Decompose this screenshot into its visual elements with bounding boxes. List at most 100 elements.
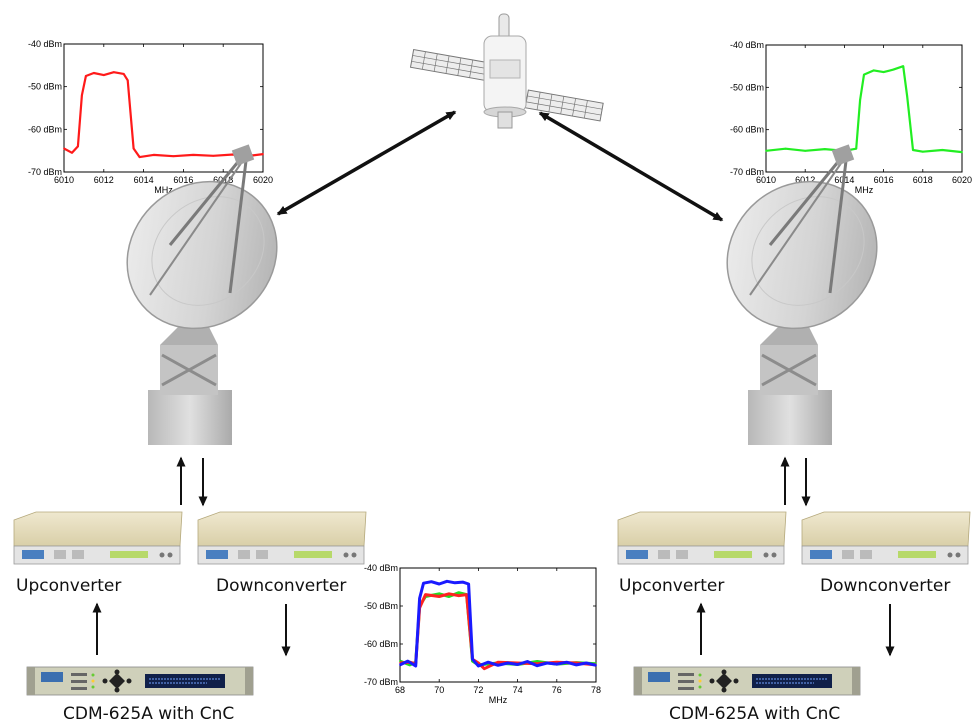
data-point (438, 595, 441, 598)
data-point (536, 664, 539, 667)
downconverter-label-right: Downconverter (820, 576, 951, 596)
data-point (212, 154, 215, 157)
data-point (132, 147, 135, 150)
satellite-icon (409, 13, 604, 129)
upconverter-label-left: Upconverter (16, 576, 122, 596)
data-point (516, 663, 519, 666)
data-point (422, 582, 425, 585)
converter-unit-icon (13, 511, 183, 565)
plot-frame (63, 43, 264, 173)
y-tick-label: -40 dBm (28, 39, 62, 49)
x-tick-label: 78 (591, 685, 601, 695)
right-link-arrow (538, 111, 724, 222)
data-point (526, 660, 529, 663)
x-tick-label: 6010 (54, 175, 74, 185)
y-tick-label: -70 dBm (364, 677, 398, 687)
modem-unit-icon (26, 666, 254, 696)
data-point (921, 150, 924, 153)
y-tick-label: -70 dBm (730, 167, 764, 177)
data-point (122, 73, 125, 75)
data-point (555, 663, 558, 665)
dish-antenna-icon (695, 142, 909, 447)
data-point (408, 664, 411, 666)
data-point (438, 583, 441, 585)
y-tick-label: -40 dBm (730, 40, 764, 50)
data-point (906, 94, 908, 97)
data-point (112, 71, 115, 74)
data-point (575, 664, 578, 666)
data-point (859, 99, 861, 101)
data-point (92, 72, 95, 74)
data-point (102, 74, 105, 76)
data-point (454, 581, 456, 584)
data-point (506, 662, 509, 664)
data-point (418, 597, 421, 600)
downconverter-label-left: Downconverter (216, 576, 347, 596)
x-tick-label: 6012 (94, 175, 114, 185)
data-point (85, 75, 87, 77)
x-tick-label: 6016 (173, 175, 193, 185)
data-point (483, 667, 486, 670)
left-link-arrow (276, 110, 457, 216)
data-point (81, 94, 83, 97)
plot-frame (765, 44, 963, 173)
data-point (565, 661, 568, 664)
x-tick-label: 6018 (913, 175, 933, 185)
data-point (882, 71, 885, 73)
modem-label-left: CDM-625A with CnC (63, 704, 235, 724)
data-point (912, 149, 914, 151)
x-axis-label: MHz (489, 695, 508, 705)
data-point (424, 593, 427, 596)
upconverter-label-right: Upconverter (619, 576, 725, 596)
y-tick-label: -40 dBm (364, 563, 398, 573)
data-point (152, 154, 155, 156)
converter-unit-icon (617, 511, 787, 565)
data-point (546, 662, 548, 664)
x-tick-label: 74 (513, 685, 523, 695)
y-tick-label: -50 dBm (730, 82, 764, 92)
data-point (406, 660, 409, 662)
data-point (872, 69, 875, 72)
data-point (961, 151, 963, 154)
data-point (262, 153, 264, 156)
data-point (399, 664, 401, 666)
x-axis-label: MHz (855, 185, 874, 195)
x-tick-label: 72 (473, 685, 483, 695)
data-point (467, 583, 470, 585)
x-tick-label: 70 (434, 685, 444, 695)
data-point (457, 594, 460, 597)
x-tick-label: 68 (395, 685, 405, 695)
data-point (448, 595, 450, 598)
data-point (138, 156, 141, 159)
data-point (126, 79, 129, 82)
data-point (487, 661, 490, 664)
data-point (77, 145, 79, 148)
modem-label-right: CDM-625A with CnC (669, 704, 841, 724)
y-tick-label: -60 dBm (730, 125, 764, 135)
data-point (892, 68, 895, 71)
data-point (497, 664, 499, 667)
data-point (585, 662, 588, 664)
data-point (414, 665, 417, 667)
data-point (192, 154, 195, 156)
data-point (765, 149, 767, 152)
converter-unit-icon (197, 511, 367, 565)
x-tick-label: 6020 (952, 175, 972, 185)
data-point (477, 665, 480, 667)
data-point (863, 73, 865, 76)
data-point (902, 65, 905, 68)
data-point (448, 592, 450, 595)
data-point (536, 660, 539, 663)
y-tick-label: -50 dBm (364, 601, 398, 611)
data-point (941, 149, 944, 151)
data-point (784, 147, 787, 150)
y-tick-label: -70 dBm (28, 167, 62, 177)
x-tick-label: 6010 (756, 175, 776, 185)
data-point (438, 592, 441, 595)
x-tick-label: 6012 (795, 175, 815, 185)
data-point (804, 149, 807, 152)
y-tick-label: -50 dBm (28, 82, 62, 92)
data-point (465, 593, 468, 596)
dish-antenna-icon (95, 142, 309, 447)
